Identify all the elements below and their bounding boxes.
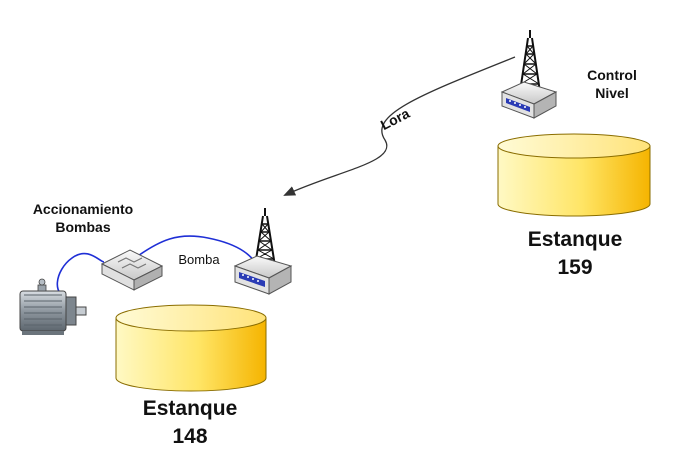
tank-148 bbox=[115, 304, 267, 392]
radio-tower-icon bbox=[233, 208, 293, 295]
network-switch-icon bbox=[100, 249, 164, 291]
estanque-159-label: Estanque 159 bbox=[527, 228, 623, 280]
estanque-148-label: Estanque 148 bbox=[142, 397, 238, 449]
accionamiento-bombas-label: Accionamiento Bombas bbox=[32, 201, 134, 236]
radio-tower-icon bbox=[500, 30, 558, 119]
bomba-label: Bomba bbox=[178, 252, 220, 267]
tank-159 bbox=[497, 133, 651, 217]
control-nivel-label: Control Nivel bbox=[587, 67, 637, 102]
electric-motor-icon bbox=[19, 278, 87, 335]
lora-link-arrow bbox=[283, 56, 516, 196]
